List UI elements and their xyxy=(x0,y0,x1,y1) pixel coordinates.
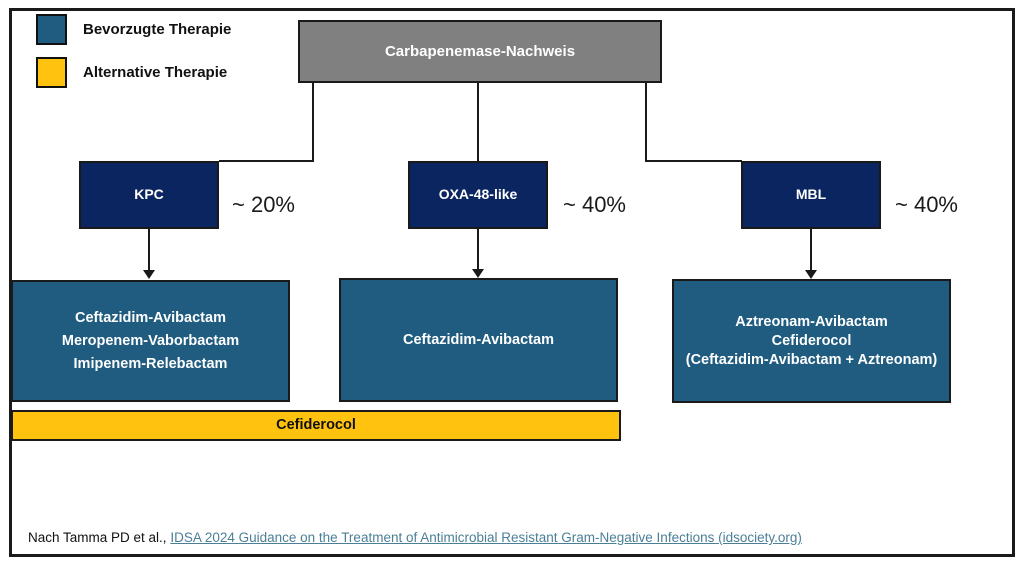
branch-node-kpc: KPC xyxy=(79,161,219,229)
slide-border xyxy=(9,8,1015,557)
legend-item-alternative: Alternative Therapie xyxy=(36,57,227,88)
arrow-oxa48-to-treatment-head-icon xyxy=(472,269,484,278)
legend-label-preferred: Bevorzugte Therapie xyxy=(83,21,232,38)
treatment-mbl-line-1: Aztreonam-Avibactam xyxy=(735,313,888,330)
legend-label-alternative: Alternative Therapie xyxy=(83,64,228,81)
branch-percent-kpc: ~ 20% xyxy=(232,192,295,217)
treatment-oxa48-line-1: Ceftazidim-Avibactam xyxy=(403,331,554,348)
treatment-kpc-line-1: Ceftazidim-Avibactam xyxy=(75,309,226,326)
alternative-therapy-label: Cefiderocol xyxy=(276,417,356,434)
arrow-mbl-to-treatment-head-icon xyxy=(805,270,817,279)
arrow-kpc-to-treatment-line xyxy=(148,229,150,272)
connector-root-to-mbl-vertical xyxy=(645,83,647,162)
branch-percent-mbl: ~ 40% xyxy=(895,192,958,217)
branch-node-kpc-label: KPC xyxy=(134,186,164,203)
arrow-oxa48-to-treatment-line xyxy=(477,229,479,271)
treatment-box-mbl: Aztreonam-Avibactam Cefiderocol (Ceftazi… xyxy=(672,279,951,403)
footer-source-link[interactable]: IDSA 2024 Guidance on the Treatment of A… xyxy=(170,530,802,545)
treatment-box-kpc: Ceftazidim-Avibactam Meropenem-Vaborbact… xyxy=(11,280,290,402)
branch-percent-oxa48: ~ 40% xyxy=(563,192,626,217)
legend-swatch-alternative-icon xyxy=(36,57,67,88)
footer-citation: Nach Tamma PD et al., IDSA 2024 Guidance… xyxy=(28,530,802,545)
connector-root-to-mbl-horizontal xyxy=(645,160,742,162)
root-node-label: Carbapenemase-Nachweis xyxy=(384,42,576,60)
connector-root-to-kpc-vertical xyxy=(312,83,314,162)
treatment-box-oxa48: Ceftazidim-Avibactam xyxy=(339,278,618,402)
arrow-mbl-to-treatment-line xyxy=(810,229,812,271)
connector-root-to-oxa48-vertical xyxy=(477,83,479,162)
arrow-kpc-to-treatment-head-icon xyxy=(143,270,155,279)
branch-node-oxa48-label: OXA-48-like xyxy=(438,186,518,203)
root-node-carbapenemase: Carbapenemase-Nachweis xyxy=(298,20,662,83)
footer-prefix: Nach Tamma PD et al., xyxy=(28,530,171,545)
alternative-therapy-bar: Cefiderocol xyxy=(11,410,621,441)
connector-root-to-kpc-horizontal xyxy=(219,160,314,162)
legend-swatch-preferred-icon xyxy=(36,14,67,45)
treatment-kpc-line-3: Imipenem-Relebactam xyxy=(73,355,228,372)
treatment-kpc-line-2: Meropenem-Vaborbactam xyxy=(61,332,240,349)
treatment-mbl-line-2: Cefiderocol xyxy=(771,332,852,349)
branch-node-oxa48: OXA-48-like xyxy=(408,161,548,229)
branch-node-mbl-label: MBL xyxy=(795,186,827,203)
branch-node-mbl: MBL xyxy=(741,161,881,229)
treatment-mbl-line-3: (Ceftazidim-Avibactam + Aztreonam) xyxy=(685,351,938,368)
legend-item-preferred: Bevorzugte Therapie xyxy=(36,14,231,45)
